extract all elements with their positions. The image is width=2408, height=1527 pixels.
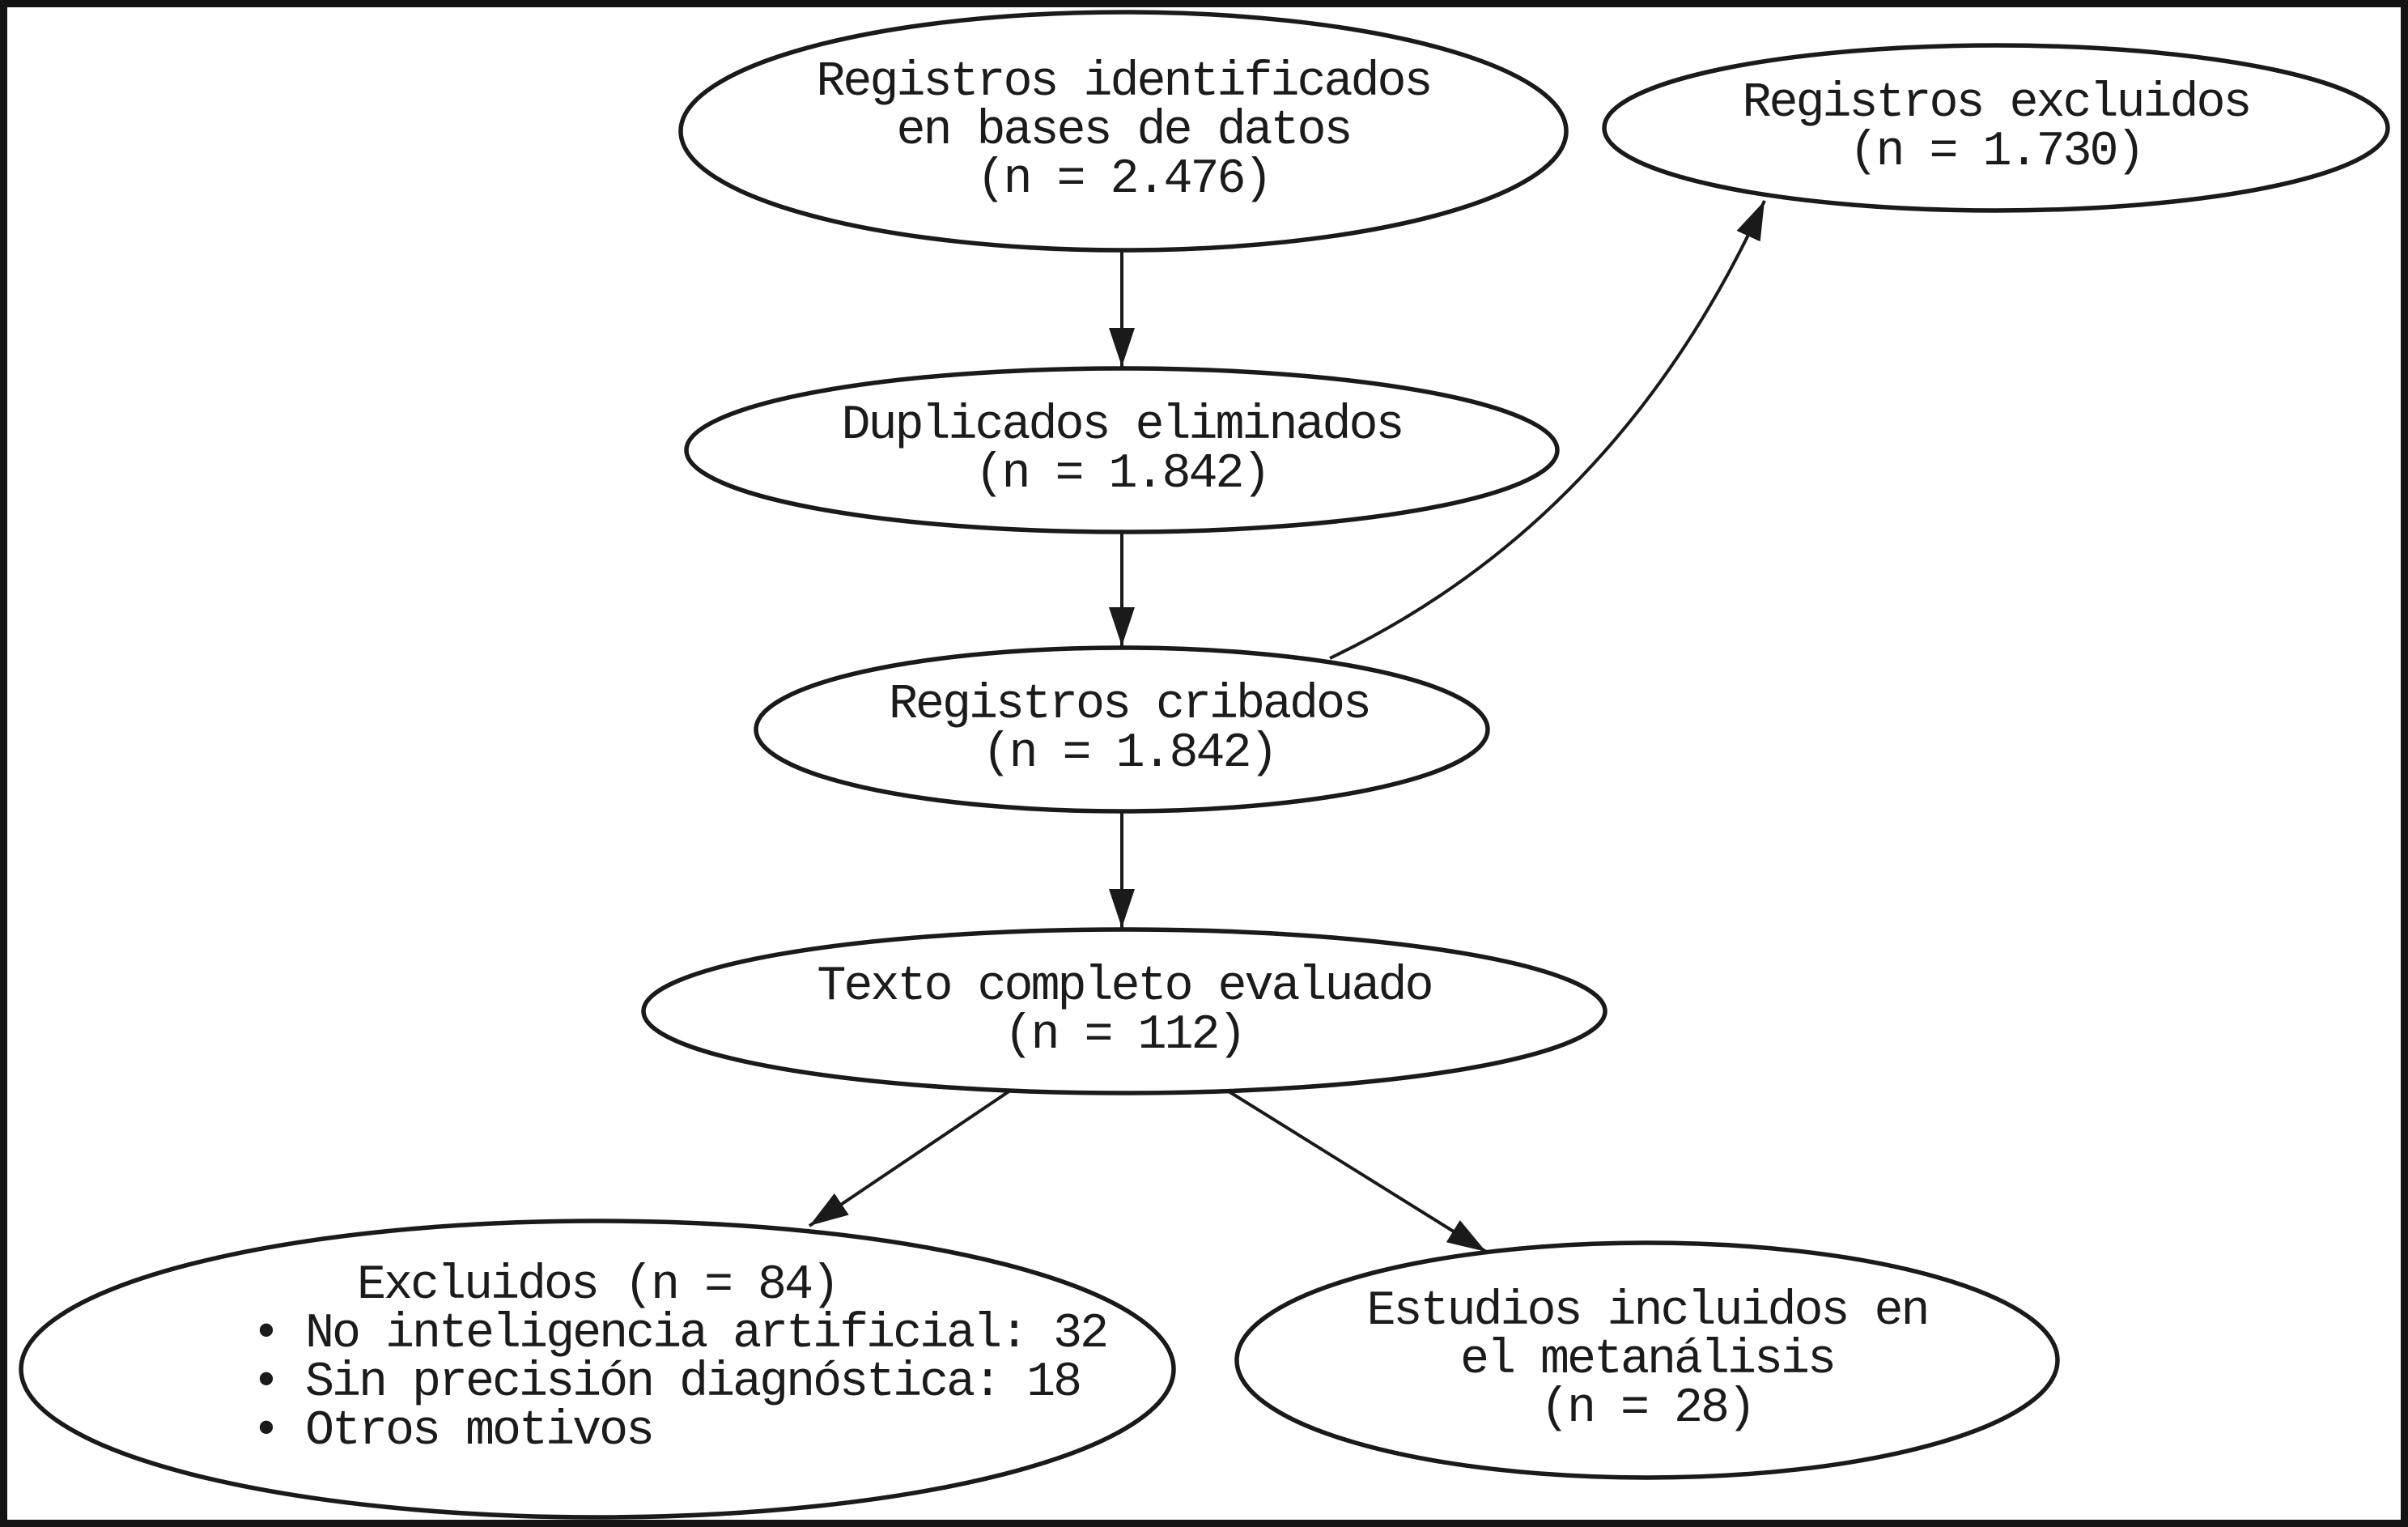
node-line: Registros excluidos [1742,76,2252,131]
node-count: (n = 28) [1540,1381,1756,1436]
ellipse-screened [754,645,1490,814]
node-excluidos-84: Excluidos (n = 84) • No inteligencia art… [21,1221,1174,1517]
edge-fulltext-to-included [1227,1090,1488,1253]
node-title: Excluidos (n = 84) [356,1258,840,1313]
excluded-reason-item: • Sin precisión diagnóstica: 18 [252,1355,1082,1410]
node-line: el metanálisis [1459,1333,1837,1388]
node-estudios-incluidos: Estudios incluidos en el metanálisis (n … [1237,1243,2058,1478]
node-line: Registros identificados [816,55,1433,110]
node-duplicados-eliminados: Duplicados eliminados (n = 1.842) [686,368,1557,532]
node-count: (n = 1.842) [982,726,1278,781]
node-count: (n = 1.842) [975,447,1271,502]
node-registros-excluidos: Registros excluidos (n = 1.730) [1604,45,2388,211]
node-line: Duplicados eliminados [841,398,1404,453]
node-registros-cribados: Registros cribados (n = 1.842) [763,648,1495,811]
node-count: (n = 1.730) [1849,125,2145,180]
node-count: (n = 2.476) [976,152,1272,207]
node-registros-identificados: Registros identificados en bases de dato… [681,12,1566,250]
ellipse-full-text-assessed [641,927,1607,1095]
edge-fulltext-to-excluded [808,1089,1012,1227]
node-line: en bases de datos [896,104,1353,159]
excluded-reason-item: • No inteligencia artificial: 32 [252,1307,1109,1362]
ellipse-records-excluded [1602,43,2390,213]
node-line: Registros cribados [888,678,1372,733]
edge-screened-to-records-excluded-curve [1329,200,1766,660]
excluded-reasons-list: • No inteligencia artificial: 32 • Sin p… [252,1307,1109,1459]
ellipse-included [1234,1240,2060,1480]
node-count: (n = 112) [1004,1008,1246,1063]
ellipse-full-text-excluded [19,1219,1176,1520]
node-line: Texto completo evaluado [817,959,1433,1014]
node-line: Estudios incluidos en [1366,1284,1930,1339]
node-texto-completo-evaluado: Texto completo evaluado (n = 112) [643,929,1605,1093]
excluded-reason-item: • Otros motivos [252,1404,655,1459]
excluded-reasons-block: Excluidos (n = 84) • No inteligencia art… [21,1261,1174,1456]
